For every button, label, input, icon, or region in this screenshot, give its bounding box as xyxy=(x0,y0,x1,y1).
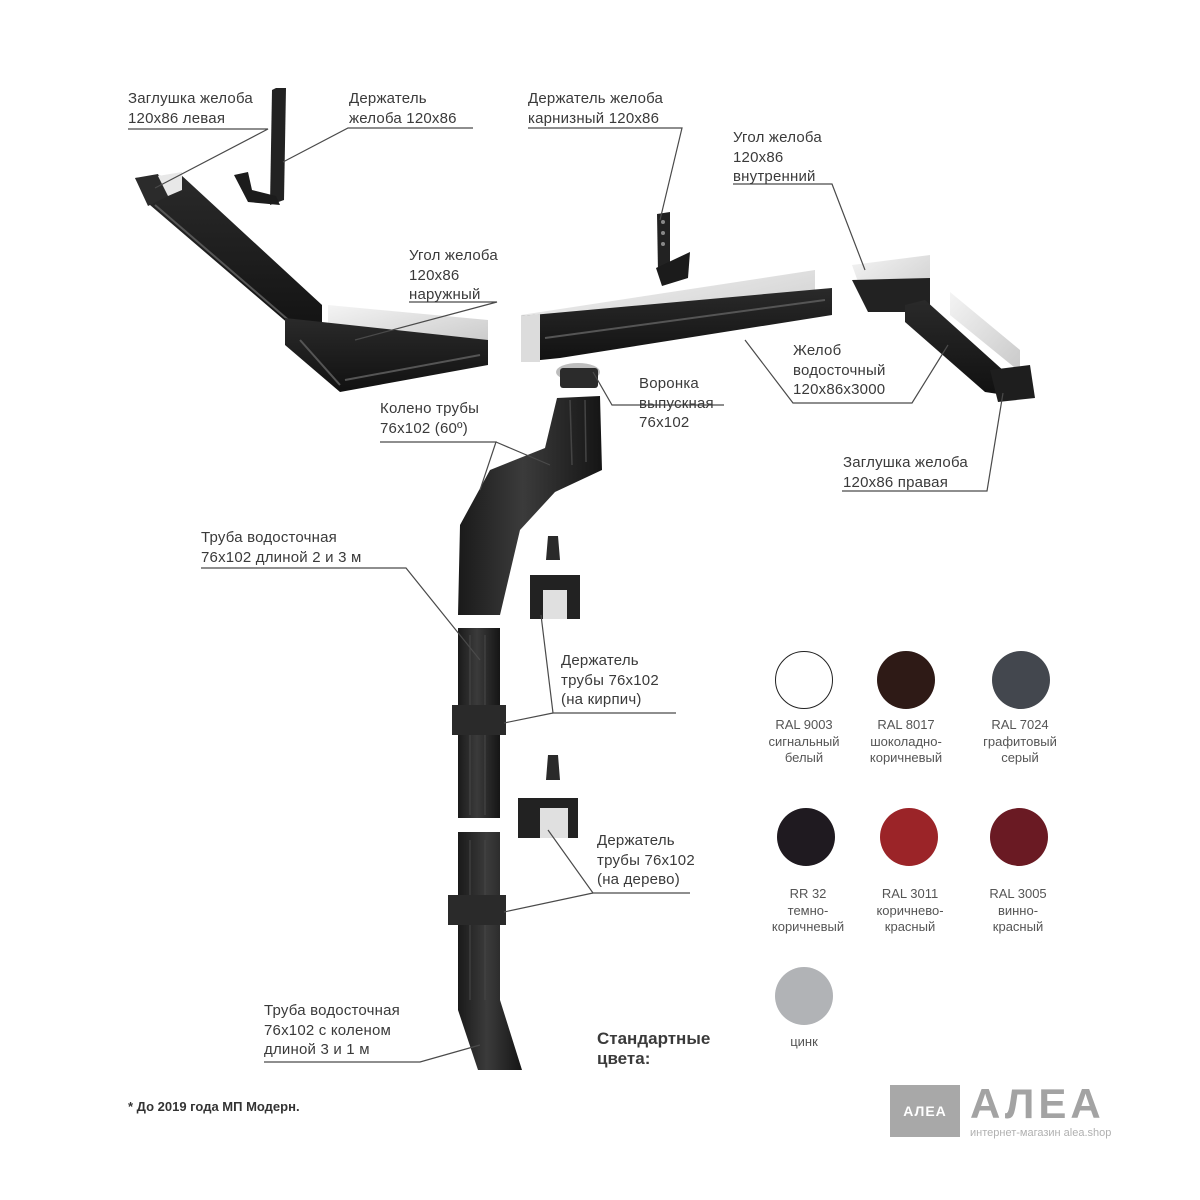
swatch-label: RAL 3011 коричнево- красный xyxy=(876,886,944,934)
label-gutter: Желоб водосточный 120х86х3000 xyxy=(793,342,886,398)
label-outer-corner: Угол желоба 120х86 наружный xyxy=(409,247,498,303)
label-gutter-cap-left: Заглушка желоба 120х86 левая xyxy=(128,90,253,127)
label-bracket-wood: Держатель трубы 76х102 (на дерево) xyxy=(597,832,695,888)
label-gutter-cap-right: Заглушка желоба 120х86 правая xyxy=(843,454,968,491)
swatch-label: цинк xyxy=(790,1034,818,1049)
downspout-funnel xyxy=(556,363,600,388)
brand-logo-name: АЛЕА xyxy=(970,1080,1105,1127)
label-gutter-holder: Держатель желоба 120х86 xyxy=(349,90,457,127)
fascia-hanger xyxy=(656,212,690,286)
pipe-bracket-brick xyxy=(530,536,580,619)
swatch-ral-3011 xyxy=(880,808,938,866)
swatch-rr-32 xyxy=(777,808,835,866)
swatch-label: RAL 7024 графитовый серый xyxy=(983,717,1057,765)
standard-colors-title: Стандартные цвета: xyxy=(597,1029,711,1068)
gutter-right-section xyxy=(905,292,1035,402)
brand-logo-mark: АЛЕА xyxy=(890,1085,960,1137)
label-bracket-brick: Держатель трубы 76х102 (на кирпич) xyxy=(561,652,659,708)
swatch-ral-8017 xyxy=(877,651,935,709)
swatch-label: RAL 9003 сигнальный белый xyxy=(768,717,840,765)
brand-tagline: интернет-магазин alea.shop xyxy=(970,1127,1112,1139)
swatch-label: RR 32 темно- коричневый xyxy=(771,886,845,934)
label-elbow: Колено трубы 76х102 (60º) xyxy=(380,400,480,437)
swatch-ral-3005 xyxy=(990,808,1048,866)
gutter-hanger xyxy=(234,88,286,205)
label-downpipe: Труба водосточная 76х102 длиной 2 и 3 м xyxy=(201,529,362,566)
label-fascia-holder: Держатель желоба карнизный 120х86 xyxy=(528,90,664,127)
gutter-center xyxy=(521,270,832,362)
label-funnel: Воронка выпускная 76х102 xyxy=(639,375,714,431)
downpipe-section xyxy=(452,628,506,818)
swatch-zinc xyxy=(775,967,833,1025)
downpipe-with-elbow xyxy=(448,832,522,1070)
gutter-inner-corner xyxy=(852,255,930,312)
swatch-label: RAL 3005 винно- красный xyxy=(989,886,1047,934)
footnote: * До 2019 года МП Модерн. xyxy=(128,1099,300,1114)
gutter-outer-corner xyxy=(285,305,488,392)
leader-lines xyxy=(128,127,1004,1063)
swatch-label: RAL 8017 шоколадно- коричневый xyxy=(869,717,943,765)
label-inner-corner: Угол желоба 120х86 внутренний xyxy=(733,129,822,185)
downpipe-elbow xyxy=(458,396,602,615)
label-downpipe-elbow: Труба водосточная 76х102 с коленом длино… xyxy=(264,1002,401,1058)
gutter-left-section xyxy=(135,172,322,345)
swatch-ral-7024 xyxy=(992,651,1050,709)
swatch-ral-9003 xyxy=(775,651,833,709)
pipe-bracket-wood xyxy=(518,755,578,838)
